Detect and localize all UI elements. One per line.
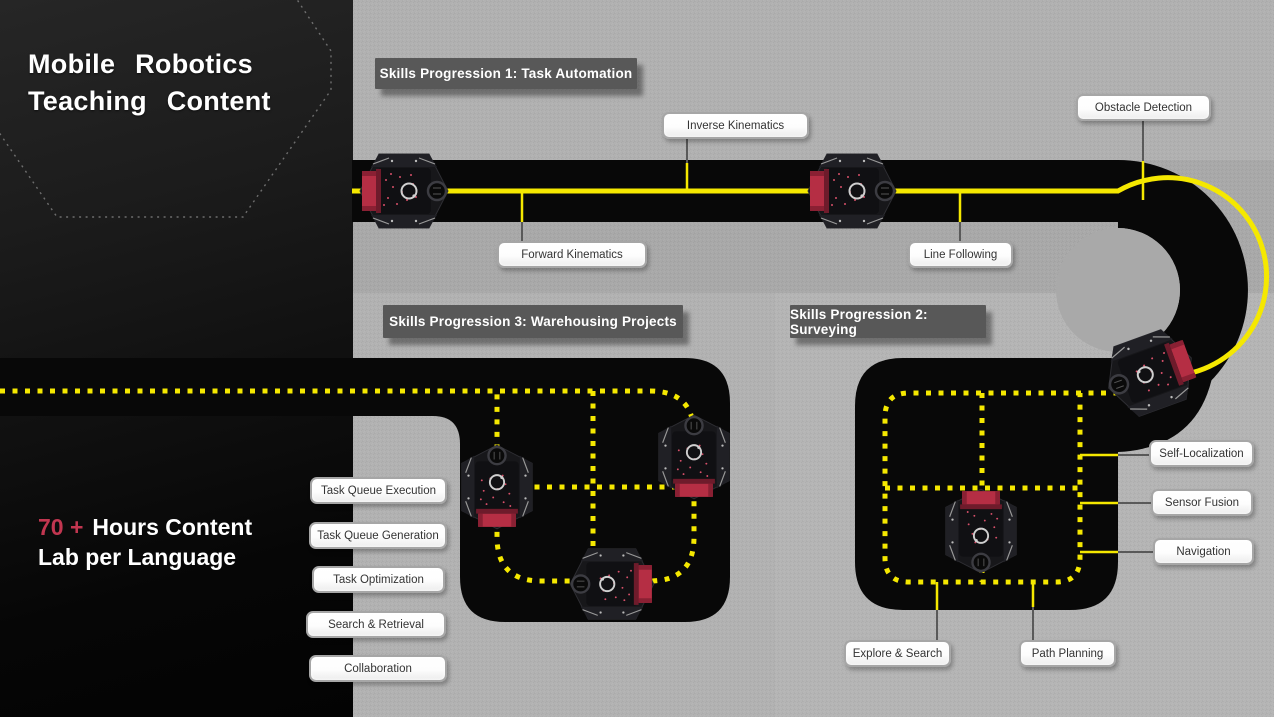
- robot-marker-1: [358, 152, 450, 230]
- skill-label-self-localization: Self-Localization: [1149, 440, 1254, 467]
- stat-line2: Lab per Language: [38, 544, 237, 570]
- stat-line1: 70 + Hours Content: [38, 512, 252, 542]
- robot-marker-5: [657, 414, 731, 500]
- slide-title-line1: Mobile Robotics: [28, 49, 253, 79]
- skill-label-inverse-kinematics: Inverse Kinematics: [662, 112, 809, 139]
- skill-label-navigation: Navigation: [1153, 538, 1254, 565]
- skill-label-explore-search: Explore & Search: [844, 640, 951, 667]
- skill-label-forward-kinematics: Forward Kinematics: [497, 241, 647, 268]
- skill-label-sensor-fusion: Sensor Fusion: [1151, 489, 1253, 516]
- stat-line1-text: Hours Content: [92, 514, 253, 540]
- skill-label-task-queue-execution: Task Queue Execution: [310, 477, 447, 504]
- stat-highlight: 70 +: [38, 514, 84, 540]
- dashed-track-surveying: [882, 390, 1131, 585]
- skill-label-task-optimization: Task Optimization: [312, 566, 445, 593]
- skill-label-obstacle-detection: Obstacle Detection: [1076, 94, 1211, 121]
- robot-marker-4: [460, 444, 534, 530]
- robot-marker-7: [944, 488, 1018, 574]
- robot-marker-6: [569, 547, 655, 621]
- content-hours-stat: 70 + Hours Content Lab per Language: [38, 512, 252, 572]
- dashed-track-warehousing: [0, 388, 697, 584]
- skill-label-line-following: Line Following: [908, 241, 1013, 268]
- skill-label-search-retrieval: Search & Retrieval: [306, 611, 446, 638]
- solid-yellow-track: [352, 175, 1270, 379]
- slide-title-line2: Teaching Content: [28, 86, 271, 116]
- u-turn-island: [1056, 228, 1180, 352]
- section-header-warehousing: Skills Progression 3: Warehousing Projec…: [383, 305, 683, 338]
- slide-title: Mobile Robotics Teaching Content: [28, 46, 271, 120]
- yellow-connector-stubs: [520, 161, 1145, 610]
- skill-label-path-planning: Path Planning: [1019, 640, 1116, 667]
- section-header-task-automation: Skills Progression 1: Task Automation: [375, 58, 637, 89]
- connector-lines: [521, 121, 1154, 641]
- skill-label-task-queue-generation: Task Queue Generation: [309, 522, 447, 549]
- robot-marker-2: [806, 152, 898, 230]
- skill-label-collaboration: Collaboration: [309, 655, 447, 682]
- section-header-surveying: Skills Progression 2: Surveying: [790, 305, 986, 338]
